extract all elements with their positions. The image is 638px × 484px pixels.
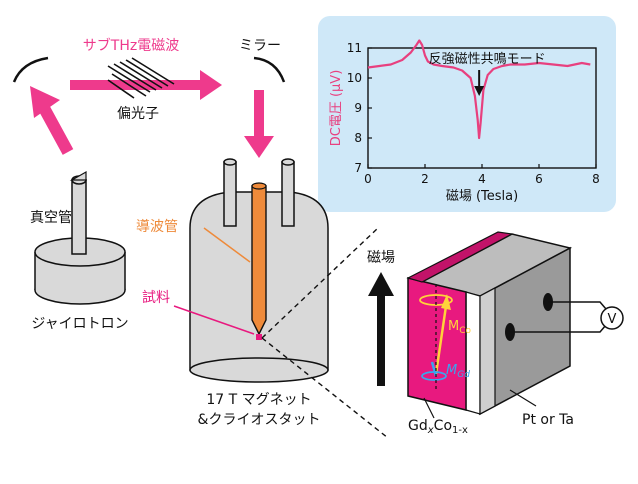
cryostat-right-tube [281,161,295,227]
voltmeter-label: V [608,312,617,327]
chart-annotation: 反強磁性共鳴モード [429,52,546,96]
magnet-label-line1: 17 T マグネット [206,392,311,408]
chart-axes: 0 2 4 6 8 7 8 9 10 11 [347,41,600,186]
down-beam-arrowhead [244,136,274,158]
gyrotron: 真空管 ジャイロトロン [30,170,129,332]
gdco-layer [407,277,467,411]
polarizer-label: 偏光子 [117,106,159,122]
mirror-label: ミラー [239,38,281,54]
x-tick-label: 0 [364,172,372,186]
x-tick-label: 4 [478,172,486,186]
pt-ta-label: Pt or Ta [522,412,574,428]
diagonal-beam-arrowhead [30,86,60,118]
sample-marker [256,334,262,340]
y-tick-label: 8 [354,131,362,145]
waveguide-label: 導波管 [136,219,178,235]
horizontal-beam-arrowhead [200,70,222,100]
sample-label: 試料 [142,290,170,306]
magnet-cryostat: 導波管 試料 17 T マグネット &クライオスタット [136,158,329,428]
horizontal-beam-shaft [70,80,202,90]
field-label: 磁場 [367,250,395,266]
left-mirror [12,56,49,83]
x-axis-label: 磁場 (Tesla) [446,189,518,204]
polarizer [107,57,175,99]
device-stack: V MCo MGd GdxCo1-x Pt or Ta [406,231,624,436]
pt-ta-layer [465,291,481,415]
down-beam-shaft [254,90,264,138]
beam-path: サブTHz電磁波 ミラー 偏光子 [12,37,286,158]
inset-chart-background [318,16,616,212]
sub-thz-label: サブTHz電磁波 [83,37,179,54]
right-mirror [253,56,286,83]
resonance-mode-label: 反強磁性共鳴モード [429,52,546,67]
inset-chart: 0 2 4 6 8 7 8 9 10 11 反強磁性共鳴モード 磁場 (Tesla) DC電圧 (… [318,16,616,212]
y-tick-label: 9 [354,101,362,115]
series-line [367,39,591,140]
voltmeter [600,306,624,330]
y-axis-label: DC電圧 (μV) [329,70,344,147]
m-gd-vector [430,361,438,377]
magnet-label-line2: &クライオスタット [198,412,321,428]
vacuum-tube [71,179,87,255]
resonance-arrow-head [474,86,485,96]
cryostat-left-tube [223,161,237,227]
x-tick-label: 8 [592,172,600,186]
y-tick-label: 11 [347,41,362,55]
x-tick-label: 6 [535,172,543,186]
y-tick-label: 7 [354,161,362,175]
m-co-vector [434,305,448,375]
x-tick-label: 2 [421,172,429,186]
m-co-label: MCo [448,319,472,336]
y-tick-label: 10 [347,71,362,85]
waveguide [251,185,267,336]
gdco-label: GdxCo1-x [408,418,468,436]
magnetic-field-arrow: 磁場 [367,250,395,386]
gyrotron-label: ジャイロトロン [31,316,128,332]
diagonal-beam-shaft [38,105,74,155]
vacuum-tube-label: 真空管 [30,210,72,226]
m-gd-label: MGd [446,363,470,380]
chart-series [367,39,591,140]
